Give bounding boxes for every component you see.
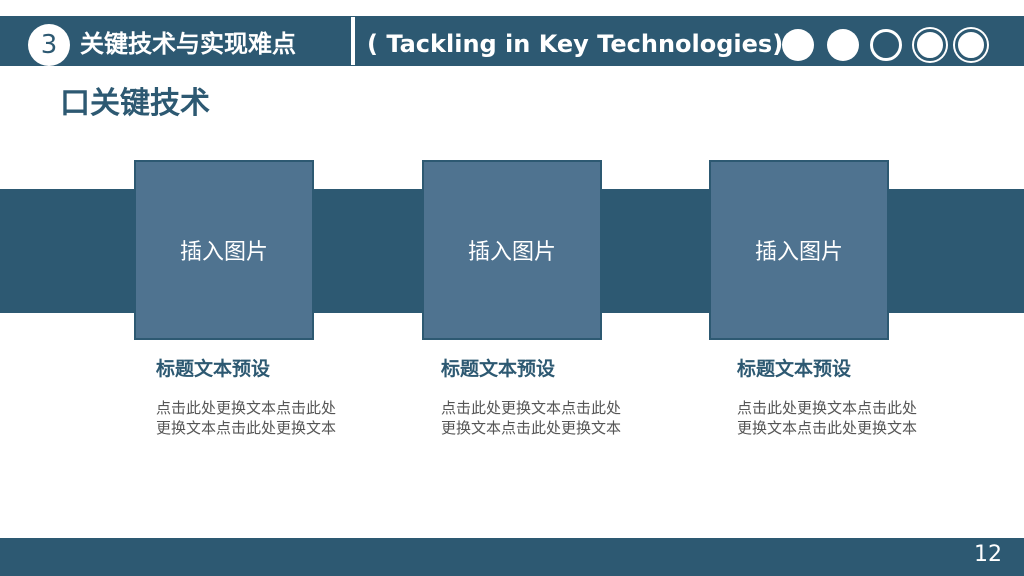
image-placeholder-2[interactable]: 插入图片 (422, 160, 602, 340)
section-title: 关键技术与实现难点 (80, 30, 296, 58)
progress-dot-icon (955, 29, 987, 61)
image-placeholder-3[interactable]: 插入图片 (709, 160, 889, 340)
image-placeholder-label: 插入图片 (179, 240, 268, 265)
item-body-3[interactable]: 点击此处更换文本点击此处更换文本点击此处更换文本 (737, 399, 918, 437)
progress-dot-icon (914, 29, 946, 61)
image-placeholder-1[interactable]: 插入图片 (134, 160, 314, 340)
section-number-badge: 3 (28, 24, 70, 66)
footer-bar (0, 538, 1024, 576)
item-body-1[interactable]: 点击此处更换文本点击此处更换文本点击此处更换文本 (156, 399, 337, 437)
item-title-1[interactable]: 标题文本预设 (156, 358, 271, 380)
section-subtitle: ( Tackling in Key Technologies) (367, 30, 784, 58)
progress-dot-icon (782, 29, 814, 61)
progress-dot-current-icon (870, 29, 902, 61)
page-heading: 口关键技术 (60, 86, 210, 121)
image-placeholder-label: 插入图片 (754, 240, 843, 265)
item-title-3[interactable]: 标题文本预设 (737, 358, 852, 380)
page-number: 12 (974, 542, 1002, 567)
item-body-2[interactable]: 点击此处更换文本点击此处更换文本点击此处更换文本 (441, 399, 622, 437)
progress-dot-icon (827, 29, 859, 61)
header-divider (351, 17, 355, 65)
image-placeholder-label: 插入图片 (467, 240, 556, 265)
item-title-2[interactable]: 标题文本预设 (441, 358, 556, 380)
